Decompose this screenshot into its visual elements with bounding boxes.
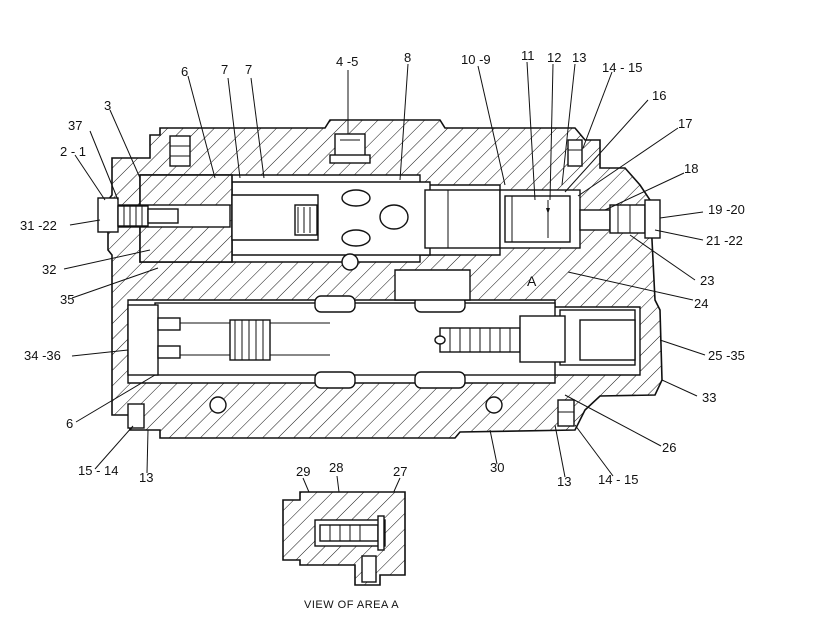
lower-end-cap-34-36	[127, 304, 181, 376]
label-8: 8	[404, 50, 411, 65]
label-14-15-top: 14 - 15	[602, 60, 642, 75]
label-7a: 7	[221, 62, 228, 77]
leader-lines	[63, 61, 706, 519]
detail-view-a	[282, 491, 406, 586]
label-28: 28	[329, 460, 343, 475]
right-cap-piston-11-12	[499, 189, 581, 249]
label-37: 37	[68, 118, 82, 133]
right-end-cap-25-35	[519, 309, 636, 366]
view-caption: VIEW OF AREA A	[304, 599, 399, 611]
label-6-top: 6	[181, 64, 188, 79]
label-34-36: 34 -36	[24, 348, 61, 363]
label-10-9: 10 -9	[461, 52, 491, 67]
body-cavities	[209, 253, 503, 414]
label-13-top: 13	[572, 50, 586, 65]
label-29: 29	[296, 464, 310, 479]
label-27: 27	[393, 464, 407, 479]
label-6-bottom: 6	[66, 416, 73, 431]
label-3: 3	[104, 98, 111, 113]
label-2-1: 2 - 1	[60, 144, 86, 159]
label-13-bottom-right: 13	[557, 474, 571, 489]
label-area-a: A	[527, 273, 537, 289]
top-right-plug-14-15	[567, 139, 583, 167]
label-25-35: 25 -35	[708, 348, 745, 363]
lower-plugs	[127, 399, 575, 429]
label-13-bottom-left: 13	[139, 470, 153, 485]
right-plug-19-20	[579, 199, 661, 239]
label-35: 35	[60, 292, 74, 307]
label-24: 24	[694, 296, 708, 311]
label-33: 33	[702, 390, 716, 405]
label-12: 12	[547, 50, 561, 65]
label-32: 32	[42, 262, 56, 277]
lower-spool	[154, 302, 556, 376]
valve-body	[107, 119, 663, 439]
label-23: 23	[700, 273, 714, 288]
label-15-14: 15 - 14	[78, 463, 118, 478]
label-11: 11	[521, 48, 535, 63]
part-labels: 4 -5 8 10 -9 11 12 13 14 - 15 16 17 18 1…	[20, 48, 745, 489]
top-left-plug	[169, 135, 191, 167]
label-7b: 7	[245, 62, 252, 77]
left-adjuster-31-22	[97, 197, 179, 233]
top-port-4-5	[329, 133, 371, 164]
label-21-22: 21 -22	[706, 233, 743, 248]
label-16: 16	[652, 88, 666, 103]
label-4-5: 4 -5	[336, 54, 358, 69]
label-14-15-bottom: 14 - 15	[598, 472, 638, 487]
label-18: 18	[684, 161, 698, 176]
label-30: 30	[490, 460, 504, 475]
label-26: 26	[662, 440, 676, 455]
label-31-22: 31 -22	[20, 218, 57, 233]
label-19-20: 19 -20	[708, 202, 745, 217]
label-17: 17	[678, 116, 692, 131]
